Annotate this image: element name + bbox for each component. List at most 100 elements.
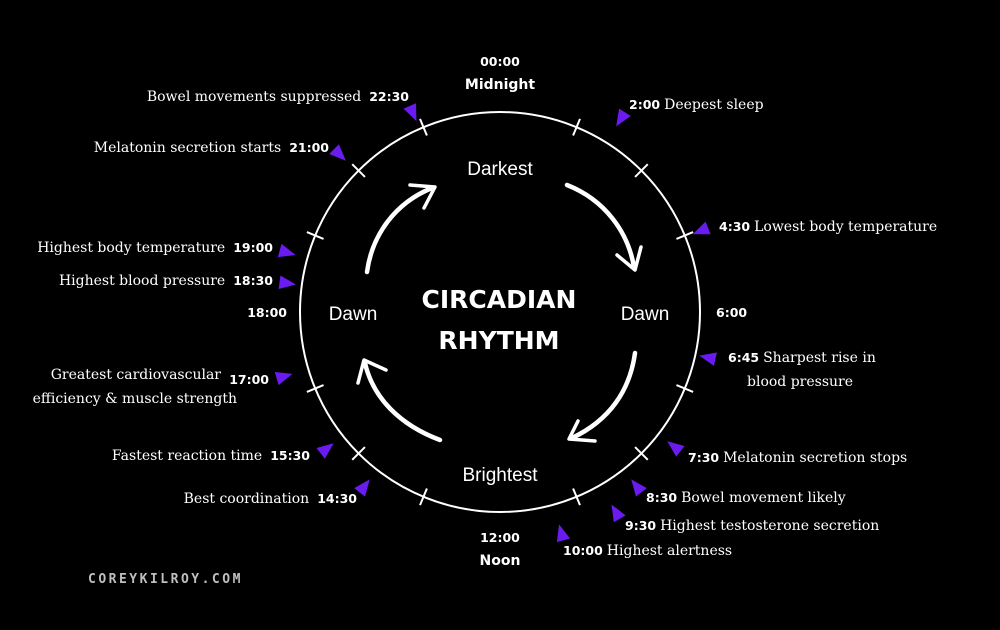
event-marker-icon bbox=[692, 221, 711, 235]
event-item: 8:30 Bowel movement likely bbox=[631, 479, 846, 506]
event-time: 7:30 bbox=[688, 450, 719, 465]
event-item: Melatonin secretion starts 21:00 bbox=[94, 140, 346, 161]
event-label: 8:30 Bowel movement likely bbox=[646, 490, 846, 506]
event-time: 15:30 bbox=[270, 448, 310, 463]
clock-tick bbox=[676, 231, 694, 240]
clock-tick bbox=[306, 231, 324, 240]
event-item: Fastest reaction time 15:30 bbox=[112, 443, 334, 464]
event-time: 14:30 bbox=[317, 491, 357, 506]
clock-tick bbox=[634, 163, 649, 178]
event-item: 7:30 Melatonin secretion stops bbox=[667, 441, 907, 466]
event-label: Melatonin secretion starts 21:00 bbox=[94, 140, 330, 156]
event-label: Best coordination 14:30 bbox=[184, 491, 358, 507]
event-label: Fastest reaction time 15:30 bbox=[112, 448, 310, 464]
event-item: Highest body temperature 19:00 bbox=[37, 240, 296, 258]
arrow-bottom-right-head bbox=[567, 419, 597, 443]
event-label: Highest blood pressure 18:30 bbox=[59, 273, 273, 289]
clock-top-name: Midnight bbox=[465, 77, 536, 93]
event-item: 9:30 Highest testosterone secretion bbox=[611, 504, 879, 534]
event-text: Deepest sleep bbox=[664, 97, 764, 113]
event-label: Bowel movements suppressed 22:30 bbox=[147, 89, 409, 105]
inner-label-brightest: Brightest bbox=[463, 465, 539, 486]
event-time: 9:30 bbox=[625, 518, 656, 533]
event-time: 4:30 bbox=[719, 219, 750, 234]
event-text: Highest body temperature bbox=[37, 240, 225, 256]
event-label: 10:00 Highest alertness bbox=[563, 543, 732, 559]
event-label: Highest body temperature 19:00 bbox=[37, 240, 273, 256]
event-marker-icon bbox=[667, 441, 685, 457]
clock-tick bbox=[306, 384, 324, 393]
event-time: 10:00 bbox=[563, 543, 603, 558]
event-label: 9:30 Highest testosterone secretion bbox=[625, 518, 879, 534]
clock-left-time: 18:00 bbox=[247, 305, 287, 320]
event-text: Highest blood pressure bbox=[59, 273, 225, 289]
event-time: 22:30 bbox=[369, 89, 409, 104]
event-marker-icon bbox=[329, 144, 346, 161]
event-text-line2: efficiency & muscle strength bbox=[33, 391, 237, 407]
event-time: 6:45 bbox=[728, 350, 759, 365]
event-text: Sharpest rise in bbox=[763, 350, 876, 366]
clock-bottom-time: 12:00 bbox=[480, 530, 520, 545]
event-item: Best coordination 14:30 bbox=[184, 479, 370, 507]
event-marker-icon bbox=[631, 479, 647, 497]
clock-tick bbox=[572, 118, 581, 136]
clock-top-time: 00:00 bbox=[480, 54, 520, 69]
inner-label-dawn-right: Dawn bbox=[621, 304, 670, 325]
event-marker-icon bbox=[316, 443, 334, 459]
arrow-top-right bbox=[564, 182, 637, 270]
event-marker-icon bbox=[699, 352, 717, 366]
event-marker-icon bbox=[354, 479, 370, 497]
event-label: 7:30 Melatonin secretion stops bbox=[688, 450, 907, 466]
event-time: 17:00 bbox=[229, 372, 269, 387]
event-item: 2:00 Deepest sleep bbox=[616, 97, 764, 127]
event-item: 10:00 Highest alertness bbox=[556, 524, 732, 559]
event-text: Highest testosterone secretion bbox=[660, 518, 879, 534]
clock-right-time: 6:00 bbox=[716, 305, 747, 320]
clock-circle bbox=[299, 111, 701, 513]
event-text: Highest alertness bbox=[607, 543, 732, 559]
event-marker-icon bbox=[611, 504, 626, 523]
event-text-line2: blood pressure bbox=[747, 374, 853, 390]
event-marker-icon bbox=[278, 275, 296, 290]
event-text: Melatonin secretion starts bbox=[94, 140, 281, 156]
event-marker-icon bbox=[616, 108, 631, 127]
event-marker-icon bbox=[556, 524, 571, 543]
arrow-bottom-left bbox=[362, 360, 443, 443]
clock-bottom-name: Noon bbox=[480, 553, 521, 569]
event-time: 2:00 bbox=[629, 97, 660, 112]
clock-ticks bbox=[306, 118, 694, 506]
inner-label-darkest: Darkest bbox=[467, 159, 533, 180]
event-time: 19:00 bbox=[233, 240, 273, 255]
event-time: 21:00 bbox=[289, 140, 329, 155]
arrow-top-left bbox=[364, 185, 435, 275]
arrow-bottom-left-head bbox=[356, 358, 388, 385]
event-text: Fastest reaction time bbox=[112, 448, 262, 464]
title-line-1: CIRCADIAN bbox=[422, 285, 577, 314]
clock-tick bbox=[351, 446, 366, 461]
event-text: Best coordination bbox=[184, 491, 310, 507]
event-text: Bowel movements suppressed bbox=[147, 89, 361, 105]
event-text: Melatonin secretion stops bbox=[723, 450, 907, 466]
clock-tick bbox=[419, 118, 428, 136]
event-marker-icon bbox=[277, 243, 296, 258]
event-time: 18:30 bbox=[233, 273, 273, 288]
cycle-arrows bbox=[356, 182, 643, 443]
arrow-top-left-head bbox=[408, 183, 437, 210]
event-text: Greatest cardiovascular bbox=[51, 367, 222, 383]
title-line-2: RHYTHM bbox=[438, 326, 559, 355]
clock-tick bbox=[419, 488, 428, 506]
event-label: 2:00 Deepest sleep bbox=[629, 97, 764, 113]
event-item: Highest blood pressure 18:30 bbox=[59, 273, 296, 290]
event-label: 6:45 Sharpest rise in bbox=[728, 350, 876, 366]
event-item: Bowel movements suppressed 22:30 bbox=[147, 89, 417, 122]
event-time: 8:30 bbox=[646, 490, 677, 505]
arrow-top-right-head bbox=[615, 245, 643, 272]
clock-tick bbox=[676, 384, 694, 393]
arrow-bottom-right bbox=[569, 350, 638, 441]
event-text: Bowel movement likely bbox=[681, 490, 846, 506]
clock-tick bbox=[634, 446, 649, 461]
event-item: 6:45 Sharpest rise in blood pressure bbox=[699, 350, 876, 390]
